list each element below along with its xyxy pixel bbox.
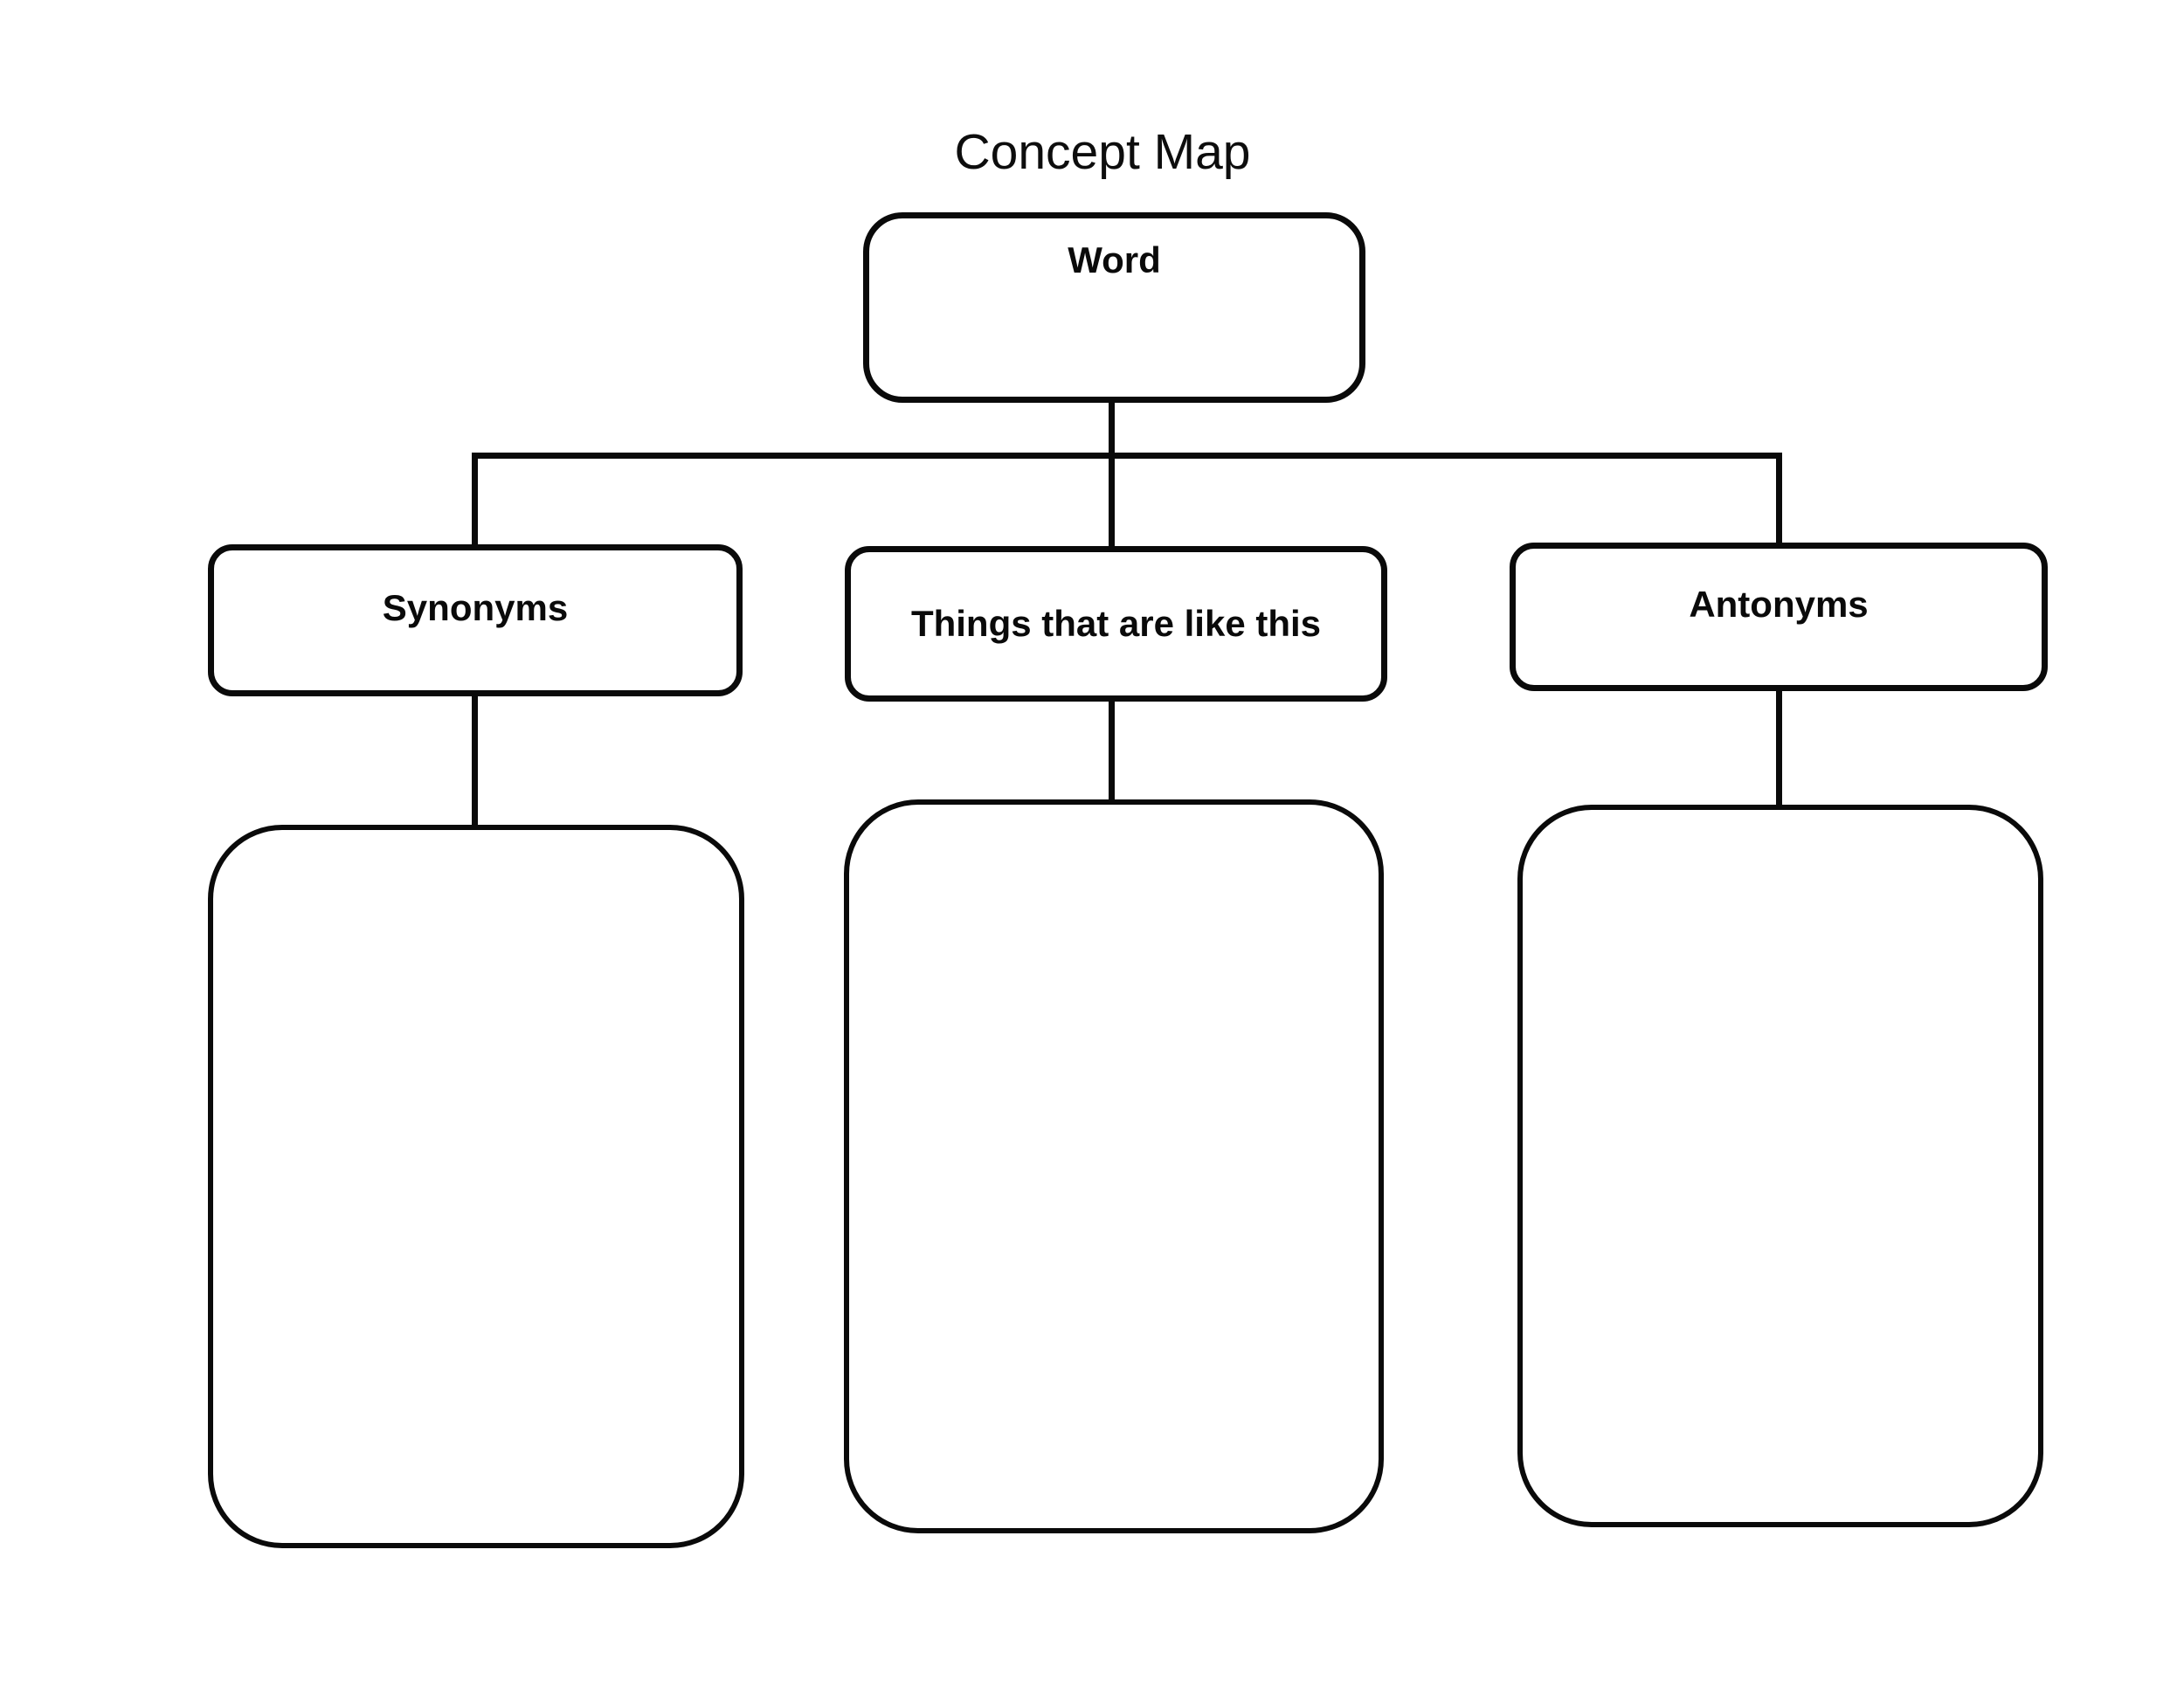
node-word-label: Word (1068, 239, 1161, 280)
connector-antonyms-stem (1776, 688, 1782, 808)
connector-things-stem (1109, 698, 1115, 803)
node-antonyms: Antonyms (1510, 543, 2048, 691)
node-synonyms-label: Synonyms (382, 586, 569, 628)
node-synonyms: Synonyms (208, 544, 743, 696)
connector-left-drop (472, 453, 478, 550)
page-title: Concept Map (954, 124, 1251, 180)
node-antonyms-label: Antonyms (1689, 583, 1869, 625)
node-things-like-this-label: Things that are like this (910, 602, 1322, 644)
node-things-like-this: Things that are like this (845, 546, 1387, 702)
connector-synonyms-stem (472, 693, 478, 828)
connector-word-stem (1109, 400, 1115, 553)
connector-right-drop (1776, 453, 1782, 549)
entry-area-synonyms (208, 825, 744, 1548)
connector-horizontal-rail (472, 453, 1782, 459)
entry-area-things-like-this (844, 799, 1384, 1533)
node-word: Word (863, 212, 1365, 403)
entry-area-antonyms (1517, 805, 2043, 1527)
